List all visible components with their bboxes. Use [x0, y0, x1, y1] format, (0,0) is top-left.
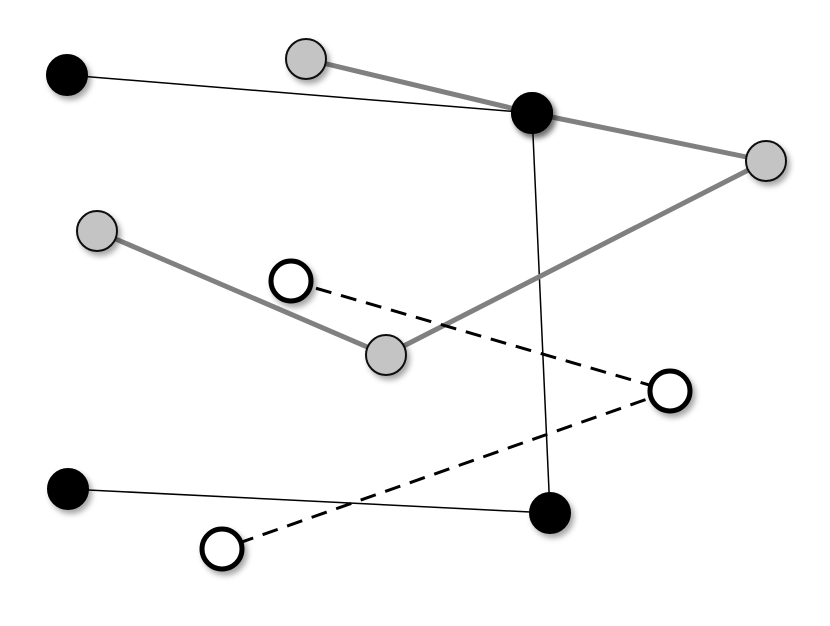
gray-edge-3-4: [384, 158, 768, 358]
black-node-3: [529, 492, 571, 534]
black-node-4: [47, 468, 89, 510]
gray-node-4: [365, 334, 407, 376]
nodes-layer: [46, 38, 787, 572]
white-edge-1-2: [290, 279, 671, 393]
black-edge-2-3: [531, 112, 551, 514]
gray-edge-4-5: [96, 228, 387, 358]
white-node-3: [199, 526, 245, 572]
black-node-1: [46, 54, 88, 96]
gray-node-3: [745, 140, 787, 182]
black-node-2: [511, 92, 553, 134]
black-edge-3-4: [67, 488, 551, 514]
black-edge-1-2: [66, 74, 533, 114]
white-node-2: [647, 368, 693, 414]
gray-node-5: [76, 210, 118, 252]
white-node-1: [268, 258, 314, 304]
gray-edge-1-2: [305, 56, 533, 116]
white-edge-2-3: [221, 389, 671, 551]
gray-edge-2-3: [531, 110, 767, 164]
edges-layer: [66, 56, 768, 551]
gray-node-1: [285, 38, 327, 80]
